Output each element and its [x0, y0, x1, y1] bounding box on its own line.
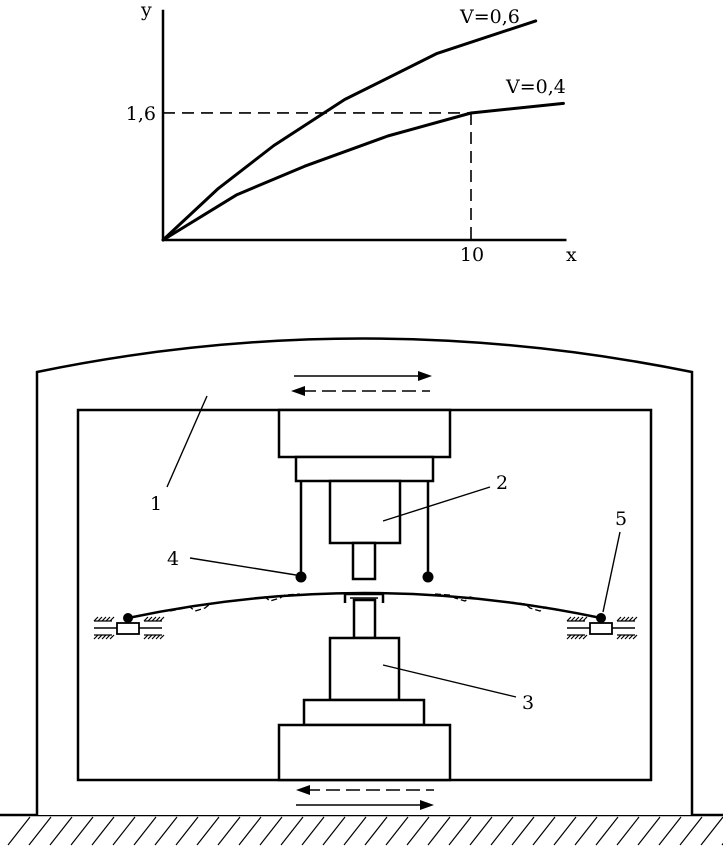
series-label-v04: V=0,4	[505, 76, 566, 98]
callout-1: 1	[150, 493, 162, 515]
series-label-v06: V=0,6	[459, 6, 520, 28]
chart-series	[161, 19, 565, 242]
chart-axes	[161, 9, 567, 242]
callout-5: 5	[615, 508, 627, 530]
lower-die-assembly	[277, 592, 452, 782]
chart-reference-lines	[163, 112, 472, 240]
left-support	[93, 616, 165, 640]
y-tick-label: 1,6	[126, 103, 156, 125]
upper-die-assembly	[277, 408, 452, 583]
right-support	[566, 616, 638, 640]
series-line-1	[161, 101, 565, 242]
press-machine-diagram: 1 2 3 4 5	[0, 337, 723, 846]
bottom-motion-arrows	[296, 785, 434, 810]
x-tick-label: 10	[460, 244, 484, 266]
clamp-point-left	[295, 571, 307, 583]
support-pin-right	[596, 613, 606, 623]
ground	[0, 813, 723, 846]
y-axis-label: y	[140, 0, 152, 21]
x-axis-label: x	[566, 244, 577, 266]
callout-3: 3	[522, 692, 534, 714]
series-line-0	[161, 19, 538, 242]
top-motion-arrows	[291, 371, 432, 396]
callout-4: 4	[167, 548, 179, 570]
ground-hatching	[7, 816, 723, 846]
chart: x y 10 1,6 V=0,6 V=0,4	[126, 0, 577, 266]
support-pin-left	[123, 613, 133, 623]
clamp-point-right	[422, 571, 434, 583]
callout-2: 2	[496, 472, 508, 494]
leader-lines	[166, 395, 621, 698]
